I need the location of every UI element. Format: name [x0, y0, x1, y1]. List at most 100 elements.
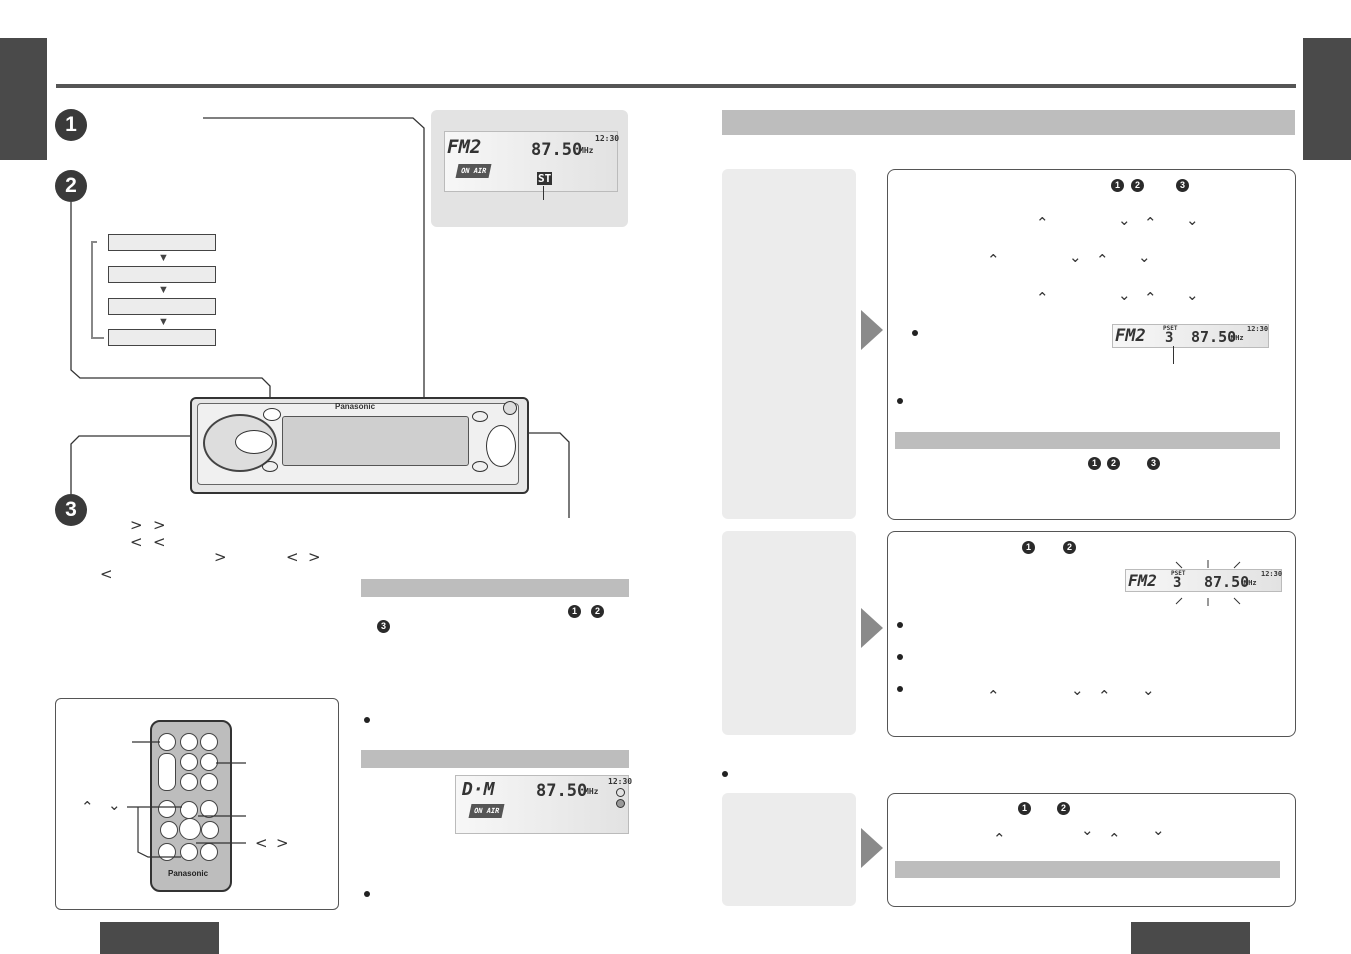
stereo-indicator: ST — [537, 172, 553, 185]
mode-box-4 — [108, 329, 216, 346]
mode-box-2 — [108, 266, 216, 283]
on-air-badge: ON AIR — [455, 164, 492, 178]
up-caret-icon: ⌃ — [1144, 214, 1157, 232]
up-caret-icon: ⌃ — [987, 687, 1000, 705]
step-3-mini-icon: 3 — [1147, 457, 1160, 470]
step-2-mini-icon: 2 — [1131, 179, 1144, 192]
remote-center-button[interactable] — [179, 818, 201, 840]
preset-frequency: 87.50 — [1191, 328, 1237, 346]
down-caret-icon: ⌄ — [1118, 286, 1131, 304]
step-1-mini-icon: 1 — [1022, 541, 1035, 554]
down-caret-icon: ⌄ — [1186, 286, 1199, 304]
side-panel-c — [722, 793, 856, 906]
bullet-icon — [897, 686, 903, 692]
down-caret-icon: ⌄ — [1138, 248, 1151, 266]
remote-button[interactable] — [158, 800, 176, 818]
play-triangle-icon — [861, 828, 883, 868]
remote-button[interactable] — [200, 800, 218, 818]
remote-button-up[interactable] — [158, 753, 176, 791]
right-caret-icon: > — [153, 516, 166, 534]
up-caret-icon: ⌃ — [1108, 830, 1121, 848]
down-caret-icon: ⌄ — [1069, 248, 1082, 266]
preset-number: 3 — [1165, 330, 1174, 346]
down-arrow-icon: ▼ — [158, 252, 169, 264]
remote-preset-2[interactable] — [200, 753, 218, 771]
dm-band-label: D·M — [462, 779, 495, 800]
remote-control-box — [55, 698, 339, 910]
down-arrow-icon: ▼ — [158, 284, 169, 296]
bullet-icon — [912, 330, 918, 336]
header-rule — [56, 84, 1296, 88]
step-2-mini-icon: 2 — [1107, 457, 1120, 470]
down-caret-icon: ⌄ — [108, 796, 121, 814]
step-2-mini-icon: 2 — [1063, 541, 1076, 554]
up-caret-icon: ⌃ — [1036, 289, 1049, 307]
step-3-mini-icon: 3 — [377, 620, 390, 633]
up-caret-icon: ⌃ — [1098, 687, 1111, 705]
bullet-icon — [364, 891, 370, 897]
step-3-marker: 3 — [55, 494, 87, 526]
remote-preset-4[interactable] — [200, 773, 218, 791]
brand-logo: Panasonic — [335, 402, 376, 411]
flash-frequency: 87.50 — [1204, 573, 1250, 591]
band-button[interactable] — [263, 408, 281, 421]
side-panel-a — [722, 169, 856, 519]
down-caret-icon: ⌄ — [1071, 681, 1084, 699]
dm-on-air-badge: ON AIR — [468, 804, 505, 818]
flash-preset-number: 3 — [1173, 575, 1182, 591]
stereo-pointer — [543, 186, 544, 200]
lcd-display-dm: D·M 87.50 MHz 12:30 ON AIR — [455, 775, 632, 834]
step-1-mini-icon: 1 — [1111, 179, 1124, 192]
flashing-rays — [1175, 560, 1241, 606]
right-caret-icon: > — [276, 834, 289, 852]
down-caret-icon: ⌄ — [1142, 681, 1155, 699]
preset-pointer — [1173, 346, 1174, 364]
down-caret-icon: ⌄ — [1152, 821, 1165, 839]
flash-band-label: FM2 — [1128, 571, 1157, 590]
up-caret-icon: ⌃ — [993, 830, 1006, 848]
section-b-box — [887, 531, 1296, 737]
down-caret-icon: ⌄ — [1118, 211, 1131, 229]
lcd-display-preset: FM2 PSET 3 87.50 MHz 12:30 — [1112, 324, 1269, 348]
small-button-right-top[interactable] — [472, 411, 488, 422]
step-1-mini-icon: 1 — [568, 605, 581, 618]
dm-disc-icon — [616, 799, 625, 808]
remote-left-button[interactable] — [160, 821, 178, 839]
remote-preset-3[interactable] — [180, 773, 198, 791]
up-caret-icon: ⌃ — [1096, 251, 1109, 269]
power-knob[interactable] — [486, 425, 516, 467]
joystick-center-button[interactable] — [235, 430, 273, 454]
bullet-icon — [897, 622, 903, 628]
step-2-mini-icon: 2 — [591, 605, 604, 618]
small-button-right-bottom[interactable] — [472, 461, 488, 472]
remote-button[interactable] — [200, 733, 218, 751]
up-caret-icon: ⌃ — [987, 251, 1000, 269]
section-a-note-bar — [895, 432, 1280, 449]
footer-tab-right — [1131, 922, 1250, 954]
dm-header-bar — [361, 750, 629, 768]
down-arrow-icon: ▼ — [158, 316, 169, 328]
bullet-icon — [897, 398, 903, 404]
remote-button[interactable] — [180, 733, 198, 751]
up-caret-icon: ⌃ — [1144, 289, 1157, 307]
remote-preset-1[interactable] — [180, 753, 198, 771]
bullet-icon — [722, 771, 728, 777]
side-panel-b — [722, 531, 856, 735]
right-caret-icon: > — [308, 548, 321, 566]
right-caret-icon: > — [130, 516, 143, 534]
preset-band-label: FM2 — [1115, 326, 1146, 346]
play-triangle-icon — [861, 608, 883, 648]
left-caret-icon: < — [286, 548, 299, 566]
remote-right-button[interactable] — [201, 821, 219, 839]
bullet-icon — [897, 654, 903, 660]
left-caret-icon: < — [153, 533, 166, 551]
section-title-bar — [722, 110, 1295, 135]
small-button-left-bottom[interactable] — [262, 461, 278, 472]
left-caret-icon: < — [255, 834, 268, 852]
up-caret-icon: ⌃ — [1036, 214, 1049, 232]
eject-button[interactable] — [503, 401, 517, 415]
right-edge-tab — [1303, 38, 1351, 160]
step-3-mini-icon: 3 — [1176, 179, 1189, 192]
step-1-mini-icon: 1 — [1018, 802, 1031, 815]
remote-down-button[interactable] — [180, 843, 198, 861]
